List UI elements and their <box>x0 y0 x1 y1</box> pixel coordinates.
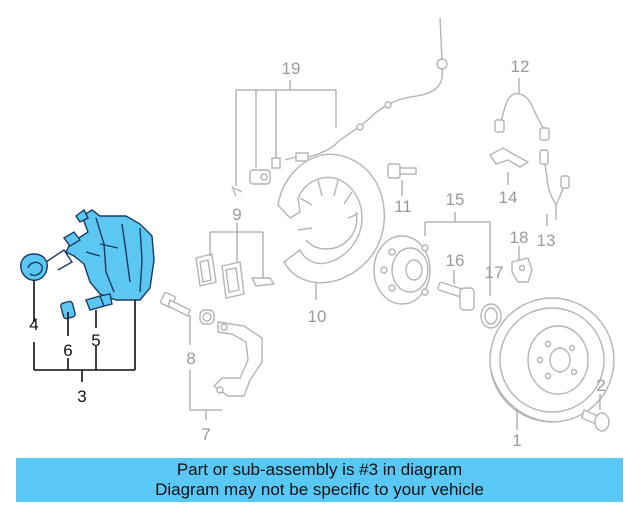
banner-line-1: Part or sub-assembly is #3 in diagram <box>176 460 463 479</box>
brake-pads-part[interactable] <box>195 253 276 299</box>
caliper-assembly-part[interactable] <box>62 208 155 301</box>
callout-15-leaders <box>424 212 491 296</box>
callout-4: 4 <box>29 315 38 334</box>
brake-rotor-part[interactable] <box>489 297 615 423</box>
callout-14: 14 <box>499 188 518 207</box>
callout-16: 16 <box>446 251 465 270</box>
bleeder-screw-part[interactable] <box>85 293 113 311</box>
callout-13: 13 <box>537 231 556 250</box>
sensor-bracket-part[interactable] <box>511 257 533 283</box>
callout-3: 3 <box>77 387 86 406</box>
callout-17: 17 <box>485 263 504 282</box>
callout-19-leaders <box>235 80 337 186</box>
callout-1: 1 <box>512 431 521 450</box>
callout-15: 15 <box>446 190 465 209</box>
brake-line-part[interactable] <box>539 149 570 220</box>
callout-9-leaders <box>209 223 264 278</box>
callout-18: 18 <box>510 228 529 247</box>
callout-9: 9 <box>232 205 241 224</box>
callout-12: 12 <box>511 57 530 76</box>
brake-line-clip-part[interactable] <box>488 147 530 168</box>
callout-8: 8 <box>186 349 195 368</box>
callout-11: 11 <box>394 197 412 216</box>
rotor-screw-part[interactable] <box>581 409 610 432</box>
parts-diagram: 19 12 13 14 10 11 <box>20 17 615 450</box>
callout-6: 6 <box>63 341 72 360</box>
dust-cap-part[interactable] <box>480 303 502 329</box>
info-banner: Part or sub-assembly is #3 in diagram Di… <box>16 458 623 502</box>
callout-5: 5 <box>91 331 100 350</box>
hub-bolt-part[interactable] <box>437 281 475 311</box>
caliper-spring-part[interactable] <box>20 249 73 281</box>
callout-2: 2 <box>596 376 605 395</box>
brake-hose-part[interactable] <box>494 93 550 141</box>
splash-shield-part[interactable] <box>277 153 385 284</box>
callout-3-leaders <box>33 280 136 382</box>
callout-10: 10 <box>308 307 327 326</box>
bleeder-cap-part[interactable] <box>60 300 76 320</box>
hub-assembly-part[interactable] <box>373 235 431 305</box>
callout-19: 19 <box>282 59 301 78</box>
caliper-bracket-part[interactable] <box>212 321 263 397</box>
banner-line-2: Diagram may not be specific to your vehi… <box>155 480 484 499</box>
guide-bolt-part[interactable] <box>159 291 215 325</box>
callout-7: 7 <box>201 425 210 444</box>
shield-bolt-part[interactable] <box>387 163 417 179</box>
abs-sensor-wire-part[interactable] <box>231 17 448 197</box>
